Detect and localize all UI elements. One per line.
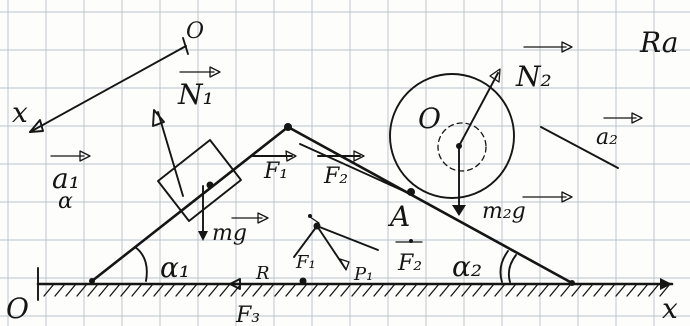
vector-n1 bbox=[152, 109, 184, 197]
label-f2: F₂ bbox=[323, 164, 348, 189]
label-o-top: O bbox=[186, 19, 204, 44]
label-mg: mg bbox=[212, 221, 247, 246]
label-x-right: x bbox=[662, 292, 678, 325]
label-f1: F₁ bbox=[263, 159, 288, 184]
vector-f2 bbox=[299, 143, 407, 193]
label-o-circle: O bbox=[418, 102, 441, 135]
label-a1: a₁ bbox=[52, 162, 80, 195]
ground-hatching bbox=[43, 283, 671, 297]
label-origin: O bbox=[6, 292, 29, 325]
vector-n2 bbox=[458, 68, 501, 147]
label-r: R bbox=[255, 263, 270, 284]
label-corner-glyph: Ra bbox=[639, 26, 678, 59]
vector-overbars bbox=[50, 41, 643, 243]
vector-f3 bbox=[229, 278, 304, 290]
vector-a2 bbox=[540, 126, 619, 169]
angle-arc-alpha2-inner bbox=[507, 254, 517, 283]
vector-m2g bbox=[452, 205, 466, 216]
wheel bbox=[389, 73, 515, 215]
vector-f1 bbox=[251, 150, 297, 162]
label-m2g: m₂g bbox=[482, 199, 526, 224]
vector-mg-block bbox=[198, 185, 208, 241]
label-a2: a₂ bbox=[596, 125, 618, 150]
label-n1: N₁ bbox=[177, 78, 214, 111]
label-f2-inner: F₂ bbox=[397, 251, 422, 276]
label-alpha-mark: α bbox=[58, 189, 73, 214]
label-alpha1: α₁ bbox=[160, 251, 190, 284]
label-x-left: x bbox=[12, 96, 28, 129]
tilted-axis bbox=[29, 37, 189, 133]
label-point-a: A bbox=[387, 200, 410, 233]
label-f3: F₃ bbox=[235, 303, 260, 326]
internal-forces bbox=[293, 214, 413, 285]
label-p1: P₁ bbox=[353, 264, 373, 285]
label-n2: N₂ bbox=[515, 60, 552, 93]
block-on-slope bbox=[157, 139, 242, 222]
angle-arc-alpha2-outer bbox=[499, 250, 509, 283]
label-f1-inner: F₁ bbox=[295, 252, 316, 273]
incline-triangle bbox=[89, 123, 575, 286]
label-alpha2: α₂ bbox=[452, 250, 482, 283]
angle-arc-alpha1 bbox=[134, 246, 148, 282]
